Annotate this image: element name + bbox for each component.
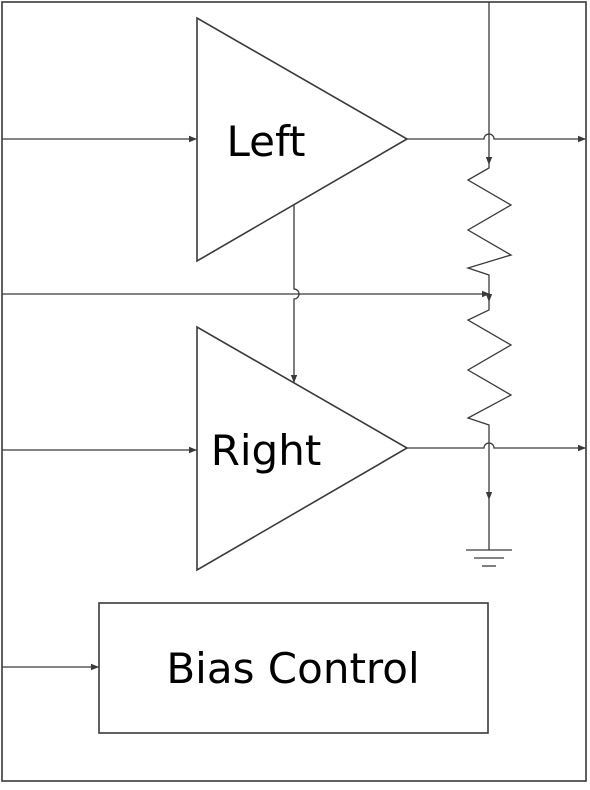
lower-resistor — [466, 302, 513, 448]
right-amplifier-label: Right — [211, 426, 322, 475]
ground-symbol — [466, 549, 512, 567]
amp-link-wire — [290, 205, 300, 383]
upper-resistor — [465, 165, 513, 294]
left-amplifier-label: Left — [226, 117, 305, 166]
right-output-arrow — [407, 442, 586, 452]
bias-control-label: Bias Control — [166, 644, 419, 693]
right-amplifier — [196, 325, 409, 572]
bias-control-block — [98, 602, 489, 734]
left-output-arrow — [407, 133, 586, 143]
